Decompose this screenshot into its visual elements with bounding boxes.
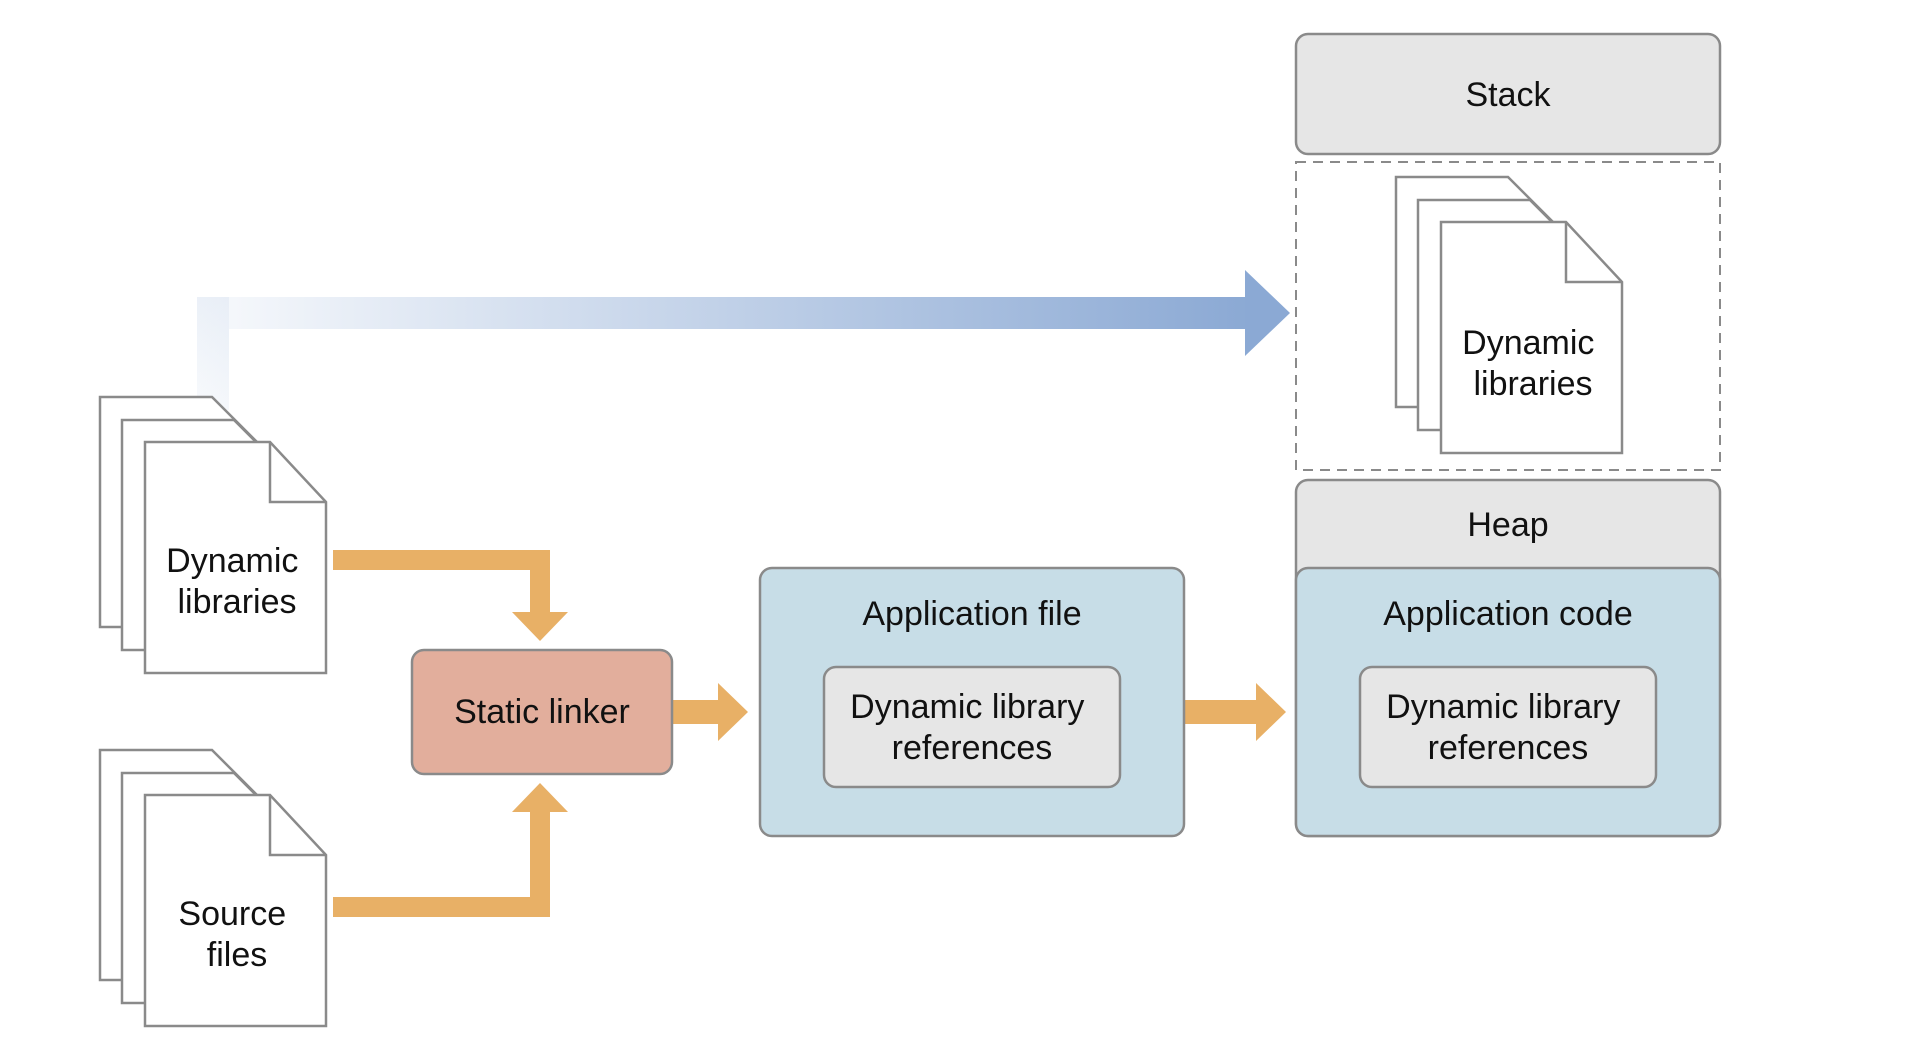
application-file-box: Application file Dynamic library referen… bbox=[758, 566, 1186, 838]
dynamic-libraries-doc-stack: Dynamic libraries bbox=[98, 395, 328, 675]
app-code-references-line-1: Dynamic library bbox=[1386, 688, 1620, 726]
stack-region bbox=[1294, 32, 1722, 156]
app-file-to-memory-arrow bbox=[1184, 683, 1286, 741]
app-code-references-box bbox=[1358, 665, 1658, 789]
doc-fold bbox=[268, 795, 326, 857]
dynamic-libraries-label: Dynamic libraries bbox=[166, 542, 308, 621]
loaded-dynamic-libraries-line-1: Dynamic bbox=[1462, 324, 1594, 362]
dynamic-libraries-line-1: Dynamic bbox=[166, 542, 298, 580]
dynamic-load-arrow-shaft bbox=[197, 297, 1250, 410]
source-files-line-2: files bbox=[207, 936, 267, 974]
app-code-references-line-2: references bbox=[1428, 729, 1589, 767]
doc-front bbox=[143, 793, 328, 1028]
dynamic-load-arrow-head bbox=[1245, 270, 1290, 356]
app-file-references-line-1: Dynamic library bbox=[850, 688, 1084, 726]
app-code-references-label: Dynamic library references bbox=[1386, 688, 1630, 767]
libraries-to-linker-arrow bbox=[333, 550, 568, 641]
dynamic-libraries-line-2: libraries bbox=[177, 583, 296, 621]
dynamic-load-arrow bbox=[197, 270, 1290, 410]
sources-to-linker-arrow bbox=[333, 783, 568, 917]
app-file-references-line-2: references bbox=[892, 729, 1053, 767]
static-linker-box: Static linker bbox=[410, 648, 674, 776]
source-files-line-1: Source bbox=[178, 895, 286, 933]
app-file-references-label: Dynamic library references bbox=[850, 688, 1094, 767]
app-file-references-box bbox=[822, 665, 1122, 789]
linker-to-app-file-arrow bbox=[673, 683, 748, 741]
loaded-dynamic-libraries-doc-stack: Dynamic libraries bbox=[1394, 175, 1624, 455]
source-files-doc-stack: Source files bbox=[98, 748, 328, 1028]
loaded-dynamic-libraries-line-2: libraries bbox=[1473, 365, 1592, 403]
application-code-title: Application code bbox=[1383, 595, 1633, 633]
memory-layout: Stack Dynamic libraries Heap Application… bbox=[1294, 32, 1722, 838]
stack-label: Stack bbox=[1465, 76, 1551, 114]
doc-front bbox=[143, 440, 328, 675]
doc-fold bbox=[1564, 222, 1622, 284]
heap-label: Heap bbox=[1467, 506, 1548, 544]
doc-front bbox=[1439, 220, 1624, 455]
doc-fold bbox=[268, 442, 326, 504]
static-linker-label: Static linker bbox=[454, 693, 630, 731]
application-file-title: Application file bbox=[862, 595, 1081, 633]
loaded-libraries-region bbox=[1295, 161, 1721, 471]
source-files-label: Source files bbox=[178, 895, 295, 974]
loaded-dynamic-libraries-label: Dynamic libraries bbox=[1462, 324, 1604, 403]
